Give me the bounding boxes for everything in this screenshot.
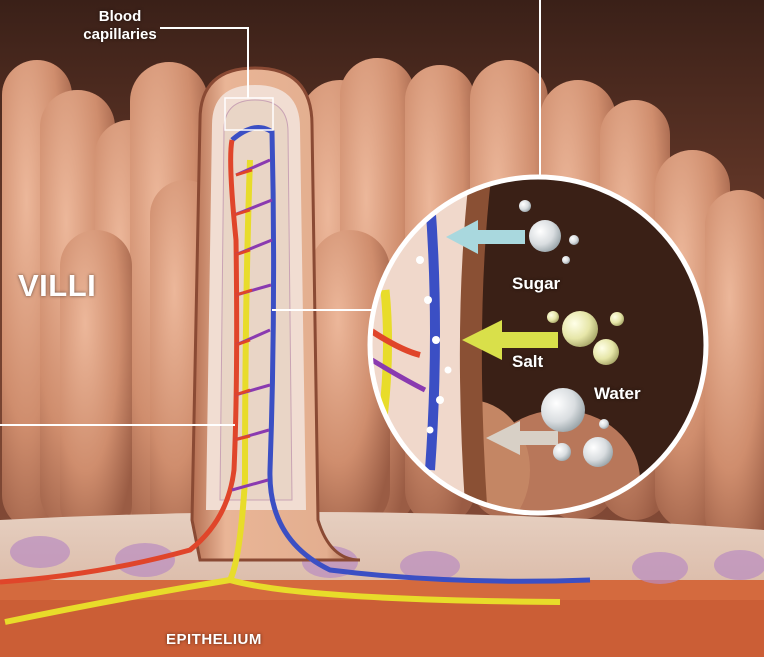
blood-capillaries-label: Blood capillaries [72,8,168,44]
epithelium-label: EPITHELIUM [166,631,262,648]
blood-capillaries-label-text: Blood capillaries [83,8,156,43]
epithelium-tissue [0,512,764,657]
salt-label: Salt [512,352,543,372]
villi-label: VILLI [18,268,96,304]
water-label: Water [594,384,641,404]
sugar-label: Sugar [512,274,560,294]
